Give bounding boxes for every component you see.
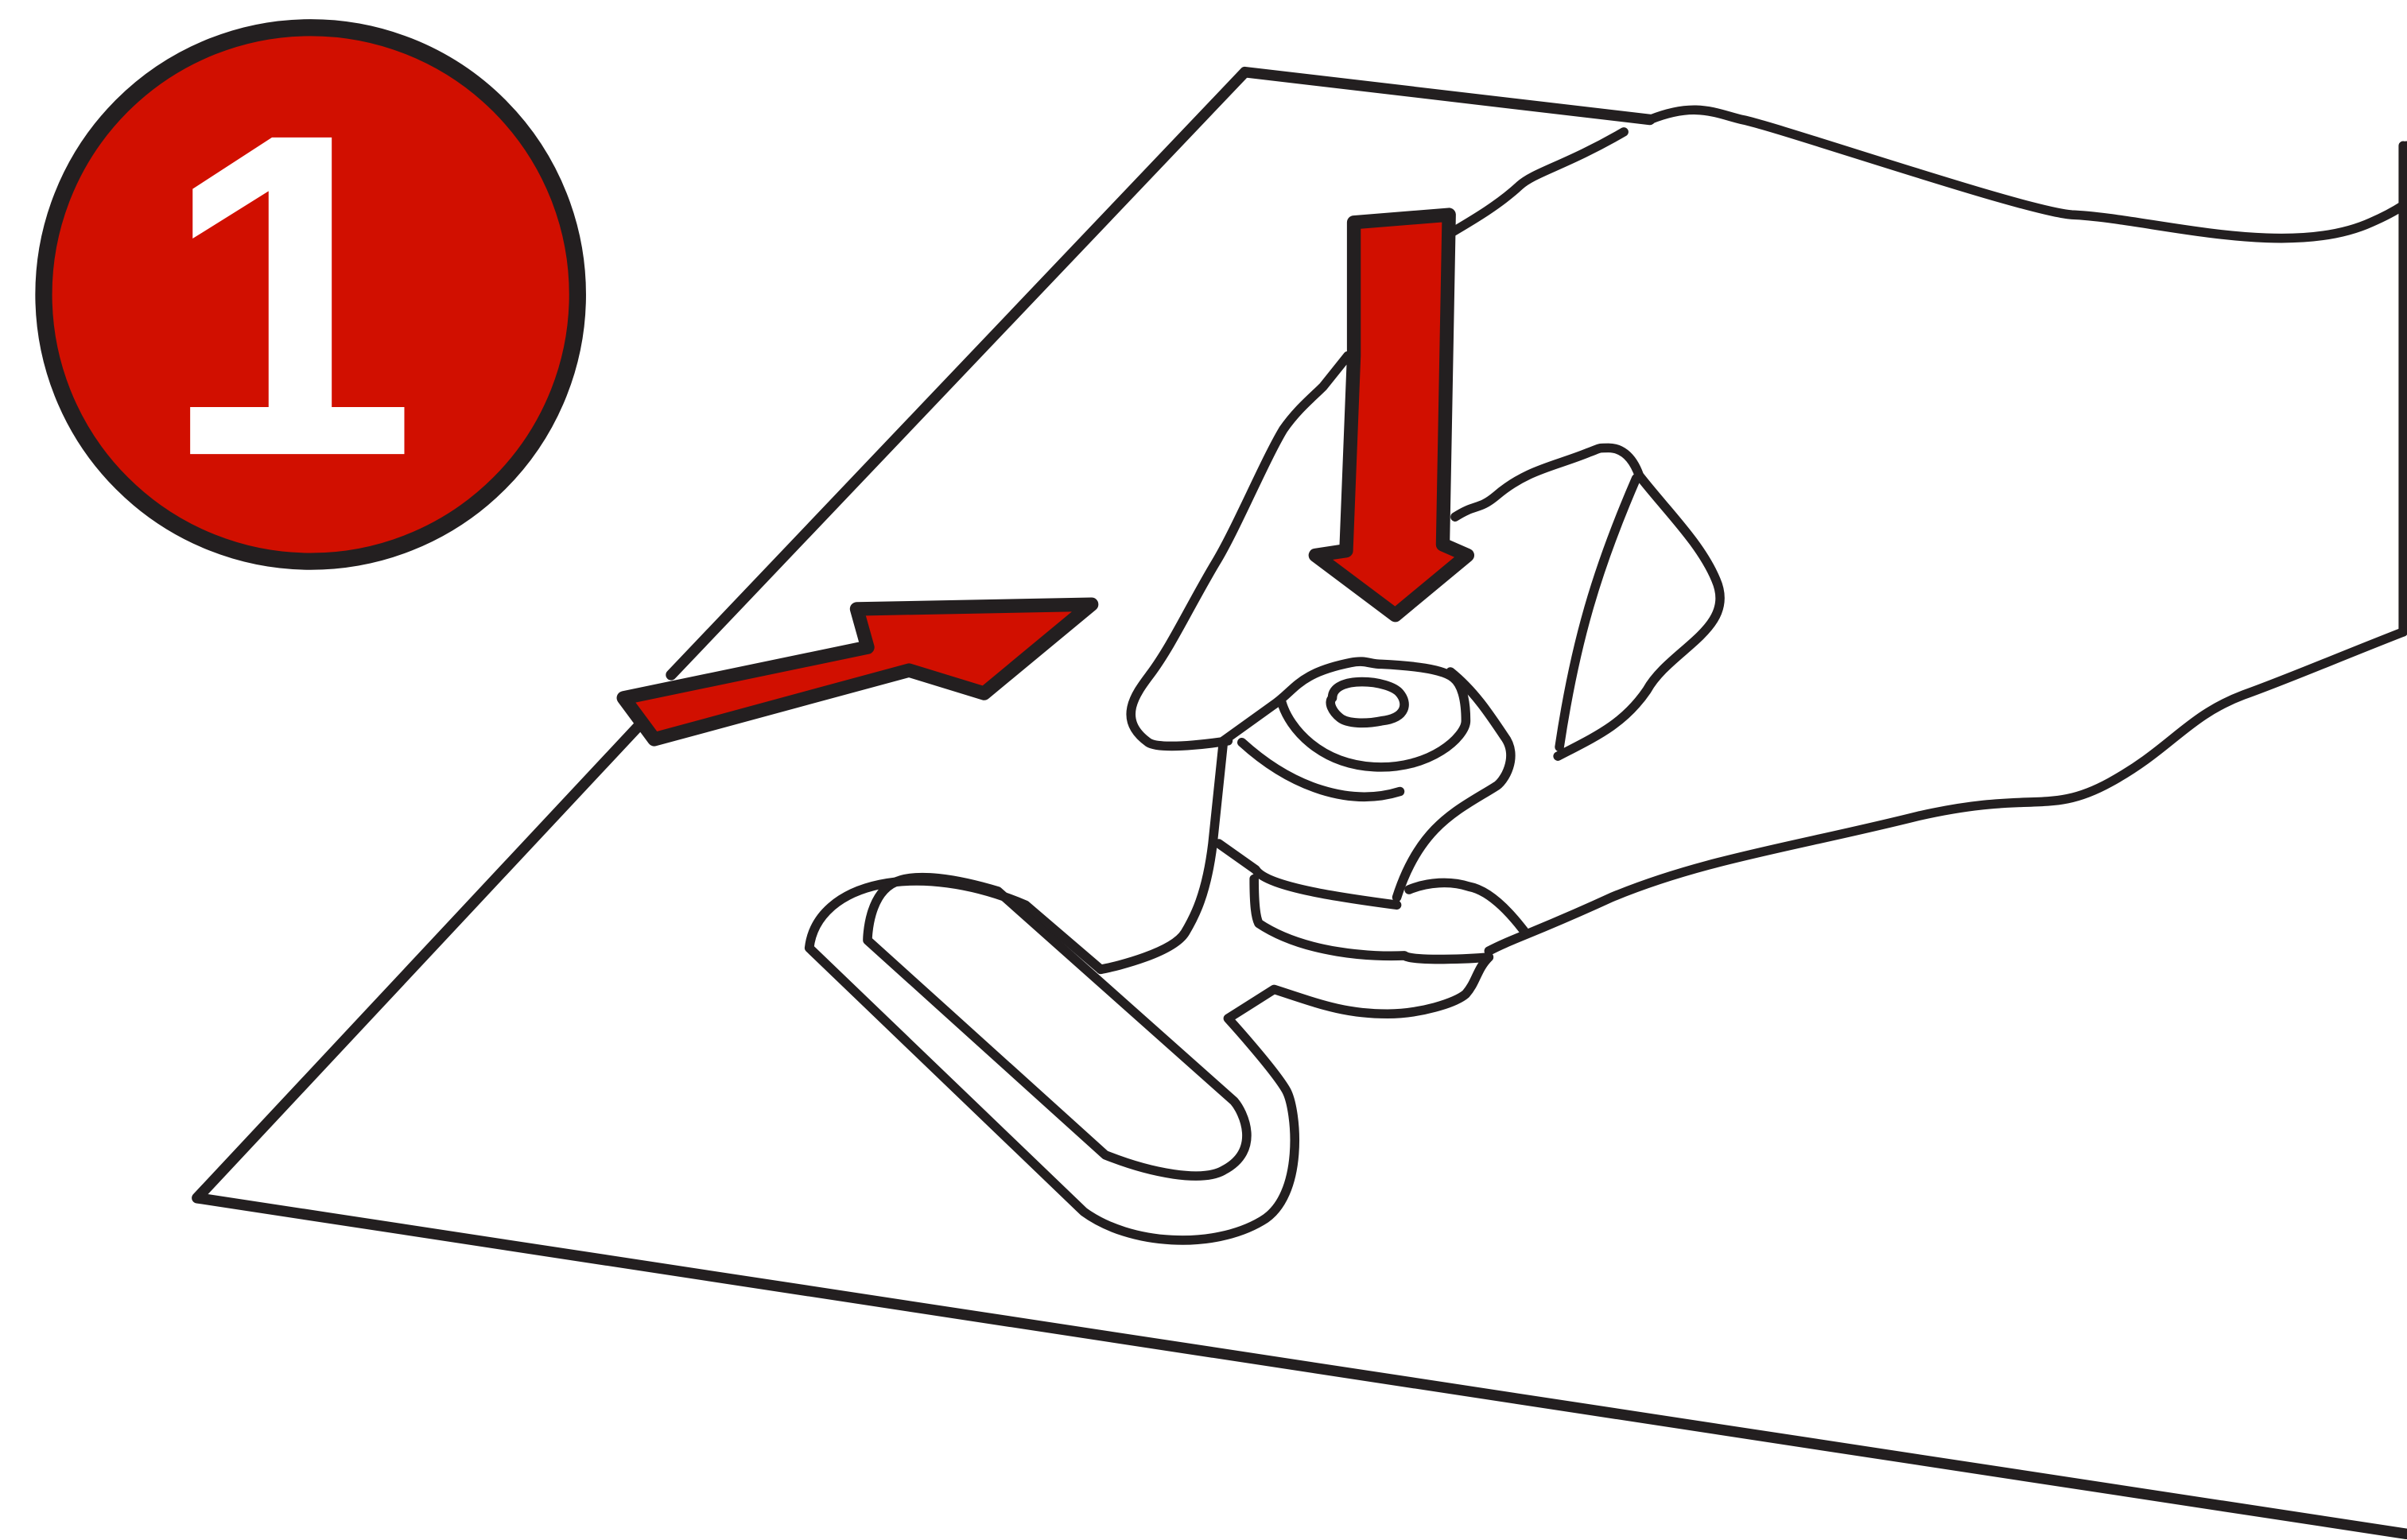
device-collar-lower [1254,879,1489,959]
device-body-outer [809,881,1489,1240]
device-nozzle [1330,682,1404,723]
hand-lower-palm [1409,882,1524,931]
applicator-device [809,661,1489,1240]
hand-sleeve-bottom [1489,632,2403,951]
surface-top-edge [671,72,1650,675]
device-neck [1101,741,1223,969]
hand [1131,110,2407,951]
down-arrow-icon [1315,215,1467,615]
right-arrow-shape [623,604,1091,739]
hand-back [1442,132,1624,238]
right-arrow-icon [623,604,1091,739]
hand-finger-crease [1559,479,1636,747]
hand-knuckle [1397,672,1511,898]
surface-left-bottom-edge [197,724,2406,1534]
device-collar [1219,844,1397,905]
hand-sleeve-top [1650,110,2407,238]
device-head [1224,661,1466,767]
step-badge: 1 [44,28,577,561]
down-arrow-shape [1315,215,1467,615]
step-number: 1 [161,37,417,552]
